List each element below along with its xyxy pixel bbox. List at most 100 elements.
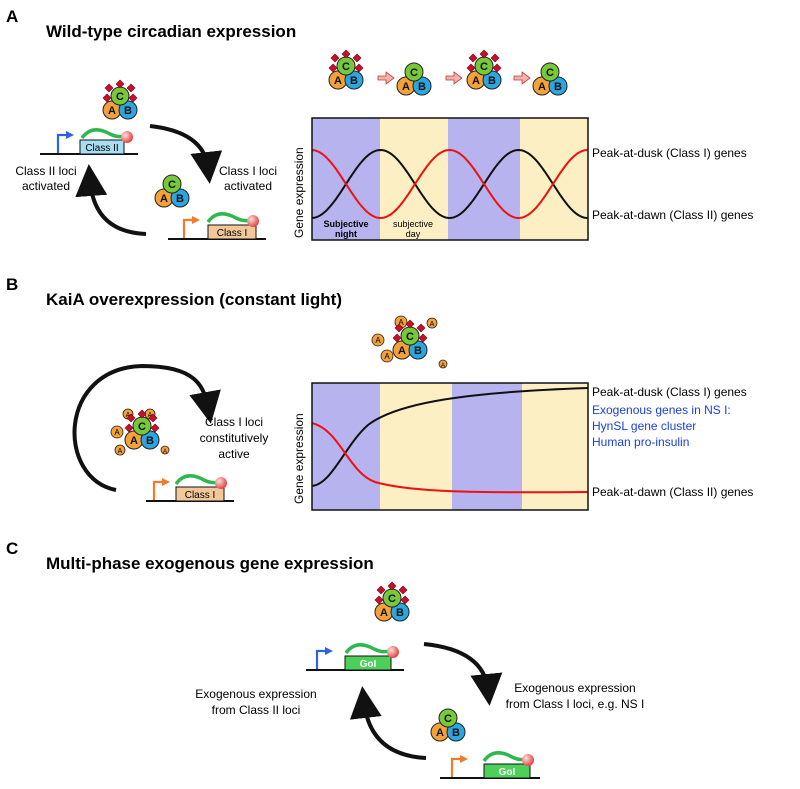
kai-c-ball-letter: C (116, 91, 124, 103)
svg-text:A: A (114, 428, 120, 437)
label-left-1: Exogenous expression (195, 687, 316, 701)
kai-b-ball-letter: B (414, 345, 422, 357)
chart-a-day-label-1: subjective (393, 219, 433, 229)
chart-b-legend-dusk: Peak-at-dusk (Class I) genes (592, 385, 747, 399)
phosphate-diamond (479, 49, 489, 59)
kai-c-ball-letter: C (388, 593, 396, 605)
kai-c-ball-letter: C (406, 331, 414, 343)
phosphate-diamond (328, 63, 338, 73)
kai-b-ball-letter: B (418, 81, 426, 93)
phosphate-diamond (124, 423, 134, 433)
svg-text:A: A (163, 449, 167, 455)
kai-c-ball-letter: C (444, 713, 452, 725)
kai-a-ball-letter: A (398, 345, 406, 357)
chart-a-dawn-curve (311, 148, 589, 220)
chart-b-legend-dawn: Peak-at-dawn (Class II) genes (592, 485, 753, 499)
cycle-c-arrow-left (349, 686, 427, 760)
kai-b-ball-letter: B (396, 607, 404, 619)
phosphate-diamond (102, 93, 112, 103)
constitutive-label-2: constitutively (200, 431, 269, 445)
chart-a: Gene expression Subjective night subject… (292, 117, 753, 241)
kai-c-ball-letter: C (546, 67, 554, 79)
kai-b-ball-letter: B (176, 193, 184, 205)
phosphate-diamond (468, 53, 478, 63)
chart-a-day-2 (520, 118, 588, 240)
transition-arrow-1 (377, 71, 395, 85)
panel-c-letter: C (6, 539, 18, 558)
chart-a-night-label-2: night (335, 229, 357, 239)
chart-a-frame (311, 117, 589, 241)
goi-locus-bottom: GoI (440, 751, 540, 779)
svg-text:A: A (398, 318, 404, 327)
svg-text:A: A (148, 412, 153, 419)
transition-arrow-3 (513, 71, 531, 85)
panel-b-letter: B (6, 275, 18, 294)
svg-text:A: A (375, 336, 381, 345)
phosphate-diamond (376, 585, 386, 595)
phosphate-diamond (115, 79, 125, 89)
cycle-c-arrow-right (423, 642, 503, 706)
gene-class1-label: Class I (217, 228, 248, 239)
chart-b-exogenous-1: Exogenous genes in NS I: (592, 403, 731, 417)
svg-text:A: A (126, 412, 131, 419)
class2-locus: Class II (40, 128, 138, 155)
phosphate-diamond (104, 83, 114, 93)
label-left-2: from Class II loci (212, 703, 301, 717)
phosphate-diamond (418, 333, 428, 343)
kai-a-ball-letter: A (160, 193, 168, 205)
label-right-1: Exogenous expression (514, 681, 635, 695)
kai-a-ball-letter: A (472, 75, 480, 87)
goi-locus-top: GoI (306, 643, 404, 671)
constitutive-loop-arrow (72, 363, 221, 492)
kai-a-ball-letter: A (334, 75, 342, 87)
kai-a-ball-letter: A (402, 81, 410, 93)
class1-locus-b: Class I (146, 474, 234, 502)
phosphate-diamond (398, 585, 408, 595)
chart-a-day-1 (380, 118, 448, 240)
chart-b-night-2 (452, 383, 522, 510)
kai-a-mini: A (371, 333, 385, 347)
kai-b-ball-letter: B (452, 727, 460, 739)
kai-b-ball-letter: B (554, 81, 562, 93)
kai-c-ball-letter: C (480, 61, 488, 73)
kai-b-ball-letter: B (146, 435, 154, 447)
kai-c-ball-letter: C (168, 179, 176, 191)
phosphate-diamond (387, 581, 397, 591)
kai-c-ball (162, 174, 182, 194)
svg-text:A: A (430, 321, 435, 328)
phosphate-diamond (148, 413, 158, 423)
phosphate-diamond (354, 63, 364, 73)
kai-c-ball-letter: C (410, 67, 418, 79)
class1-loci-label-line2: activated (224, 179, 272, 193)
phosphate-diamond (416, 323, 426, 333)
phosphate-diamond (466, 63, 476, 73)
phosphate-diamond (400, 595, 410, 605)
kai-c-ball-letter: C (342, 61, 350, 73)
kai-a-mini: A (110, 425, 124, 439)
gene-goi-label-top: GoI (360, 659, 377, 670)
constitutive-label-3: active (218, 447, 250, 461)
transition-arrow-2 (445, 71, 463, 85)
phosphate-diamond (330, 53, 340, 63)
kai-a-ball-letter: A (108, 105, 116, 117)
kai-c-ball-letter: C (138, 421, 146, 433)
class1-locus: Class I (168, 212, 266, 240)
kai-a-mini: A (160, 445, 170, 455)
chart-a-legend-dusk: Peak-at-dusk (Class I) genes (592, 146, 747, 160)
chart-a-ylabel: Gene expression (292, 147, 306, 238)
svg-text:A: A (384, 352, 390, 361)
chart-b-day-2 (522, 383, 588, 510)
chart-b-ylabel: Gene expression (292, 413, 306, 504)
gene-class2-label: Class II (85, 143, 118, 154)
phosphate-diamond (126, 83, 136, 93)
phosphate-diamond (126, 413, 136, 423)
phosphate-diamond (392, 333, 402, 343)
kai-a-ball-letter: A (436, 727, 444, 739)
